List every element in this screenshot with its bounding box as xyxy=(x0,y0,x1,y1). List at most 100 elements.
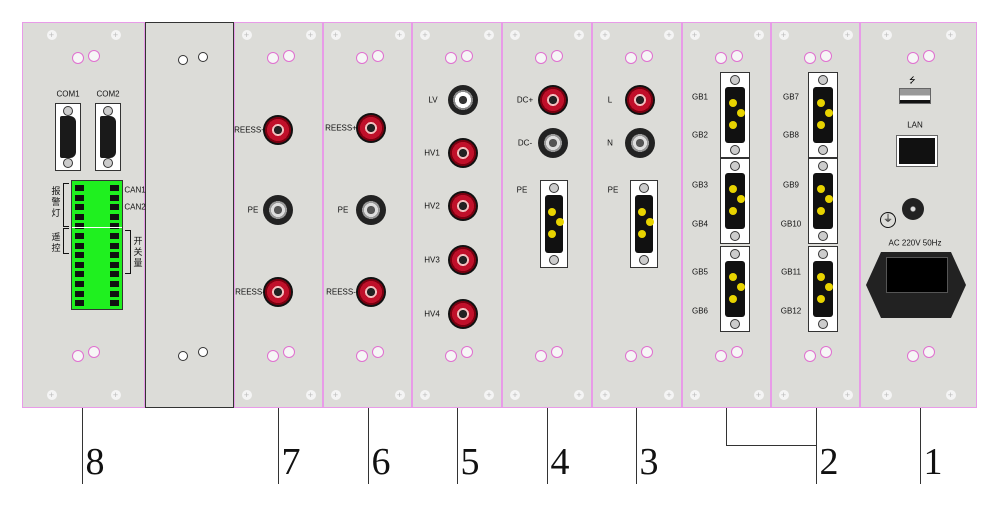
gb-label: GB12 xyxy=(780,306,802,316)
mount-hole xyxy=(906,350,919,362)
black-banana-jack xyxy=(625,128,655,158)
screw-icon: + xyxy=(420,30,430,40)
mount-hole xyxy=(625,350,637,362)
pe-label: PE xyxy=(337,205,349,215)
pin xyxy=(817,273,825,282)
screw-icon: + xyxy=(330,390,341,400)
power-d-connector xyxy=(808,72,838,158)
pin xyxy=(817,294,825,303)
pin xyxy=(737,109,745,118)
terminal xyxy=(75,204,84,211)
black-banana-jack xyxy=(263,195,293,225)
terminal-block xyxy=(71,180,123,310)
mount-hole xyxy=(461,346,473,358)
remote-control-label: 遥控 xyxy=(51,232,61,253)
mount-hole xyxy=(445,52,457,64)
bracket xyxy=(63,183,69,227)
reess-plus-label: REESS+ xyxy=(325,123,357,133)
pin xyxy=(729,206,737,215)
gb-label: GB2 xyxy=(691,130,709,140)
pin xyxy=(729,120,737,129)
callout-line xyxy=(368,408,369,484)
red-banana-jack xyxy=(448,191,478,221)
screw-icon: + xyxy=(110,390,121,400)
gb-label: GB11 xyxy=(781,267,801,277)
mount-hole xyxy=(266,52,279,64)
terminal xyxy=(110,194,119,201)
callout-line xyxy=(920,408,921,484)
reess-minus-label: REESS- xyxy=(235,287,265,297)
screw-icon: + xyxy=(600,390,610,400)
terminal xyxy=(75,185,84,191)
gb-label: GB4 xyxy=(691,219,709,229)
pin xyxy=(729,294,737,303)
screw-icon: + xyxy=(689,30,700,40)
terminal xyxy=(110,261,119,268)
screw-icon: + xyxy=(420,390,430,400)
power-d-connector xyxy=(808,246,838,332)
lan-label: LAN xyxy=(907,120,923,130)
pin xyxy=(548,229,556,238)
terminal xyxy=(110,300,119,307)
connector-body xyxy=(60,116,76,158)
screw-nut xyxy=(818,319,828,329)
screw-nut xyxy=(818,145,828,155)
red-banana-jack xyxy=(263,115,293,145)
red-banana-jack xyxy=(538,85,568,115)
screw-nut xyxy=(103,106,113,116)
terminal xyxy=(75,242,84,249)
screw-icon: + xyxy=(510,390,520,400)
red-banana-jack xyxy=(356,113,386,143)
lan-port xyxy=(896,135,938,167)
mount-hole xyxy=(461,50,473,62)
pin xyxy=(729,273,737,282)
pin xyxy=(817,206,825,215)
screw-nut xyxy=(818,231,828,241)
screw-nut xyxy=(639,255,649,265)
screw-nut xyxy=(103,158,113,168)
mount-hole xyxy=(730,346,743,358)
red-banana-jack xyxy=(448,138,478,168)
callout-line xyxy=(82,408,83,484)
screw-icon: + xyxy=(46,30,57,40)
mount-hole xyxy=(730,50,743,62)
terminal xyxy=(110,271,119,278)
mount-hole xyxy=(178,351,188,361)
mount-hole xyxy=(87,50,100,62)
db9-serial-port xyxy=(55,103,81,171)
pe-label: PE xyxy=(516,185,528,195)
screw-icon: + xyxy=(778,390,789,400)
gb-label: GB7 xyxy=(782,92,800,102)
terminal xyxy=(75,213,84,220)
com1-label: COM1 xyxy=(56,89,80,99)
reess-minus-label: REESS- xyxy=(326,287,356,297)
screw-nut xyxy=(549,255,559,265)
screw-icon: + xyxy=(842,30,853,40)
screw-nut xyxy=(730,75,740,85)
callout-number: 2 xyxy=(819,441,839,483)
pin xyxy=(548,207,556,216)
black-banana-jack xyxy=(448,85,478,115)
mount-hole xyxy=(714,52,727,64)
mount-hole xyxy=(198,52,208,62)
mount-hole xyxy=(803,350,816,362)
screw-icon: + xyxy=(945,30,956,40)
screw-nut xyxy=(63,106,73,116)
terminal xyxy=(75,261,84,268)
screw-icon: + xyxy=(305,390,316,400)
blank-panel xyxy=(145,22,234,408)
terminal xyxy=(75,300,84,307)
screw-nut xyxy=(818,249,828,259)
pin xyxy=(556,218,564,227)
gb-label: GB1 xyxy=(691,92,709,102)
pin xyxy=(825,195,833,204)
screw-icon: + xyxy=(394,390,405,400)
mount-hole xyxy=(803,52,816,64)
callout-number: 1 xyxy=(923,441,943,483)
mount-hole xyxy=(641,50,653,62)
terminal xyxy=(110,233,119,239)
power-d-connector xyxy=(720,246,750,332)
mount-hole xyxy=(922,346,935,358)
screw-icon: + xyxy=(574,390,584,400)
hv2-label: HV2 xyxy=(424,201,440,211)
